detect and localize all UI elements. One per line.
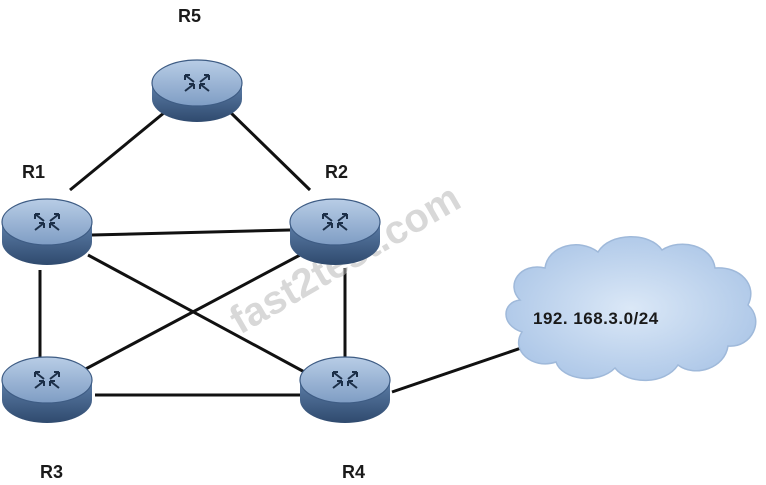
link-r2-r3 — [79, 253, 301, 374]
link-r1-r4 — [87, 253, 311, 377]
link-r1-r2 — [91, 228, 291, 237]
router-label-r2: R2 — [325, 162, 348, 182]
router-r2 — [289, 198, 381, 265]
router-label-r1: R1 — [22, 162, 45, 182]
links-layer — [38, 108, 531, 397]
router-r3 — [1, 356, 93, 423]
router-label-r3: R3 — [40, 462, 63, 482]
router-r5 — [151, 59, 243, 122]
router-r4 — [299, 356, 391, 423]
network-cloud: 192. 168.3.0/24 — [505, 236, 757, 382]
link-r4-cloud — [391, 343, 531, 394]
router-label-r5: R5 — [178, 6, 201, 26]
link-r5-r1 — [69, 110, 166, 192]
cloud-network-label: 192. 168.3.0/24 — [533, 309, 659, 328]
router-label-r4: R4 — [342, 462, 365, 482]
router-r1 — [1, 198, 93, 265]
link-r5-r2 — [226, 108, 312, 192]
